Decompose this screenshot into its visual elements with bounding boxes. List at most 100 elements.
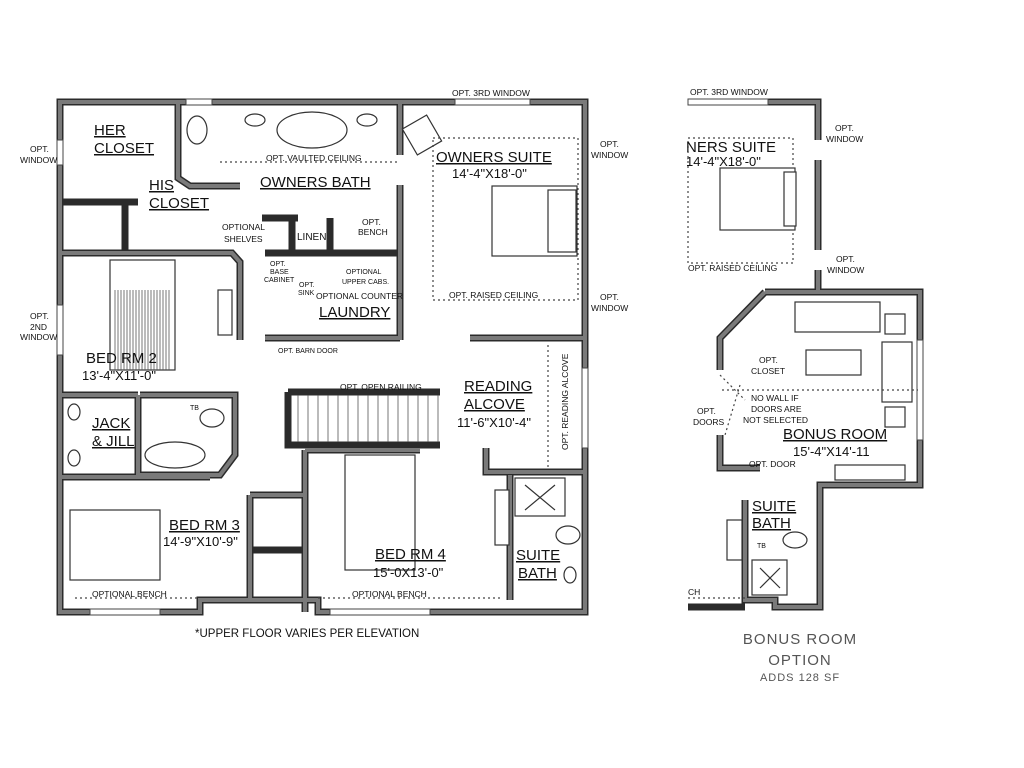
room-label-her-closet: HER bbox=[94, 122, 126, 139]
toilet bbox=[186, 115, 208, 145]
room-label-his-closet-2: CLOSET bbox=[149, 195, 209, 212]
window bbox=[581, 367, 589, 449]
media-console bbox=[834, 464, 906, 481]
room-label-suite-bath-2: BATH bbox=[752, 515, 791, 532]
note-opt-vaulted-ceiling: OPT. VAULTED CEILING bbox=[266, 153, 362, 163]
note-no-wall-3: NOT SELECTED bbox=[743, 415, 808, 425]
note-no-wall: NO WALL IF bbox=[751, 393, 799, 403]
note-opt-2nd-window-2: 2ND bbox=[30, 322, 47, 332]
note-opt-raised-ceiling: OPT. RAISED CEILING bbox=[449, 290, 538, 300]
note-bench-fragment: CH bbox=[688, 587, 700, 597]
note-opt-window-2: WINDOW bbox=[20, 155, 57, 165]
bonus-plan-labels: OPT. 3RD WINDOW NERS SUITE 14'-4"X18'-0"… bbox=[686, 87, 887, 684]
window bbox=[56, 139, 64, 166]
room-size-bed-rm-4: 15'-0X13'-0" bbox=[373, 565, 444, 580]
pillows bbox=[547, 189, 577, 253]
note-opt-window-right-2: WINDOW bbox=[591, 150, 628, 160]
note-opt-reading-alcove: OPT. READING ALCOVE bbox=[560, 353, 570, 450]
caption-title-2: OPTION bbox=[768, 652, 832, 669]
room-size-owners-suite: 14'-4"X18'-0" bbox=[452, 166, 527, 181]
note-opt-3rd-window: OPT. 3RD WINDOW bbox=[690, 87, 768, 97]
room-size-bed-rm-2: 13'-4"X11'-0" bbox=[82, 368, 156, 383]
note-tb: TB bbox=[757, 543, 766, 550]
note-opt-bench: OPT. bbox=[362, 217, 381, 227]
window bbox=[89, 608, 161, 616]
note-opt-window-right-b-2: WINDOW bbox=[591, 303, 628, 313]
note-no-wall-2: DOORS ARE bbox=[751, 404, 802, 414]
coffee-table bbox=[805, 349, 862, 376]
note-tb: TB bbox=[190, 405, 199, 412]
note-opt-sink-2: SINK bbox=[298, 290, 315, 297]
note-opt-bench-2: BENCH bbox=[358, 227, 388, 237]
sink bbox=[244, 113, 266, 127]
note-opt-window-2: WINDOW bbox=[826, 134, 863, 144]
room-label-her-closet-2: CLOSET bbox=[94, 140, 154, 157]
note-opt-barn-door: OPT. BARN DOOR bbox=[278, 348, 338, 355]
note-opt-door: OPT. DOOR bbox=[749, 459, 796, 469]
room-label-owners-bath: OWNERS BATH bbox=[260, 174, 371, 191]
bonus-plan-walls bbox=[687, 98, 924, 611]
room-label-reading-alcove-2: ALCOVE bbox=[464, 396, 525, 413]
room-label-bed-rm-3: BED RM 3 bbox=[169, 517, 240, 534]
room-label-reading-alcove: READING bbox=[464, 378, 532, 395]
note-opt-3rd-window: OPT. 3RD WINDOW bbox=[452, 88, 530, 98]
note-opt-base-cabinet: OPT. bbox=[270, 261, 286, 268]
bathtub bbox=[144, 441, 206, 469]
caption-subtitle: ADDS 128 SF bbox=[760, 672, 840, 684]
main-plan-walls bbox=[56, 98, 589, 616]
note-opt-sink: OPT. bbox=[299, 282, 315, 289]
room-label-laundry: LAUNDRY bbox=[319, 304, 390, 321]
note-opt-doors-2: DOORS bbox=[693, 417, 725, 427]
note-opt-window: OPT. bbox=[30, 144, 49, 154]
armchair bbox=[401, 114, 443, 156]
window bbox=[185, 98, 213, 106]
note-optional-shelves: OPTIONAL bbox=[222, 222, 265, 232]
note-opt-raised-ceiling: OPT. RAISED CEILING bbox=[688, 263, 777, 273]
footnote: *UPPER FLOOR VARIES PER ELEVATION bbox=[195, 628, 419, 640]
note-opt-window-b: OPT. bbox=[836, 254, 855, 264]
room-size-bed-rm-3: 14'-9"X10'-9" bbox=[163, 534, 238, 549]
window bbox=[454, 98, 531, 106]
note-optional-upper-cabs: OPTIONAL bbox=[346, 269, 382, 276]
room-label-suite-bath-2: BATH bbox=[518, 565, 557, 582]
note-opt-doors: OPT. bbox=[697, 406, 716, 416]
note-opt-open-railing: OPT. OPEN RAILING bbox=[340, 382, 422, 392]
bathtub bbox=[276, 111, 348, 149]
note-opt-base-cabinet-3: CABINET bbox=[264, 277, 295, 284]
room-size-bonus-room: 15'-4"X14'-11 bbox=[793, 444, 870, 459]
sink bbox=[356, 113, 378, 127]
note-optional-upper-cabs-2: UPPER CABS. bbox=[342, 279, 389, 286]
main-plan-fixtures bbox=[67, 111, 581, 599]
room-label-jack-jill-2: & JILL bbox=[92, 433, 135, 450]
note-opt-window-right-b: OPT. bbox=[600, 292, 619, 302]
toilet bbox=[555, 525, 581, 545]
room-label-owners-suite: OWNERS SUITE bbox=[436, 149, 552, 166]
open-railing-stair bbox=[297, 395, 439, 442]
room-label-bed-rm-4: BED RM 4 bbox=[375, 546, 446, 563]
note-optional-counter: OPTIONAL COUNTER bbox=[316, 291, 403, 301]
room-label-bonus-room: BONUS ROOM bbox=[783, 426, 887, 443]
room-size-owners-suite: 14'-4"X18'-0" bbox=[686, 154, 761, 169]
room-label-owners-suite: NERS SUITE bbox=[686, 139, 776, 156]
raised-ceiling-outline bbox=[432, 137, 579, 301]
note-opt-window-b-2: WINDOW bbox=[827, 265, 864, 275]
main-plan-labels: HER CLOSET HIS CLOSET OWNERS BATH OWNERS… bbox=[20, 88, 628, 640]
note-optional-bench: OPTIONAL BENCH bbox=[92, 589, 167, 599]
toilet bbox=[199, 408, 225, 428]
sink bbox=[67, 449, 81, 467]
room-label-jack-jill: JACK bbox=[92, 415, 130, 432]
window bbox=[329, 608, 431, 616]
note-opt-closet-2: CLOSET bbox=[751, 366, 785, 376]
caption-title: BONUS ROOM bbox=[743, 631, 857, 648]
sink bbox=[67, 403, 81, 421]
bed-rm4 bbox=[344, 454, 416, 571]
sofa bbox=[794, 301, 881, 333]
bed-rm3 bbox=[69, 509, 161, 581]
room-size-reading-alcove: 11'-6"X10'-4" bbox=[457, 415, 531, 430]
room-label-linen: LINEN bbox=[297, 232, 326, 243]
note-opt-closet: OPT. bbox=[759, 355, 778, 365]
note-opt-window: OPT. bbox=[835, 123, 854, 133]
toilet bbox=[782, 531, 808, 549]
sink bbox=[563, 566, 577, 584]
room-label-bed-rm-2: BED RM 2 bbox=[86, 350, 157, 367]
